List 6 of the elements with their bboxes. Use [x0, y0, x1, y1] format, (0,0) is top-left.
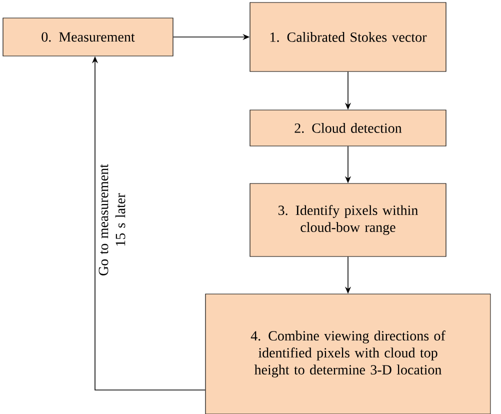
process-box: 4. Combine viewing directions of identified pixels with cloud top height to determine 3-D location	[205, 294, 491, 414]
process-box: 3. Identify pixels within cloud-bow range	[250, 183, 446, 257]
edge-label: Go to measurement 15 s later	[98, 154, 126, 286]
process-box: 1. Calibrated Stokes vector	[250, 2, 446, 72]
process-box: 0. Measurement	[2, 18, 174, 56]
process-box: 2. Cloud detection	[250, 110, 446, 146]
